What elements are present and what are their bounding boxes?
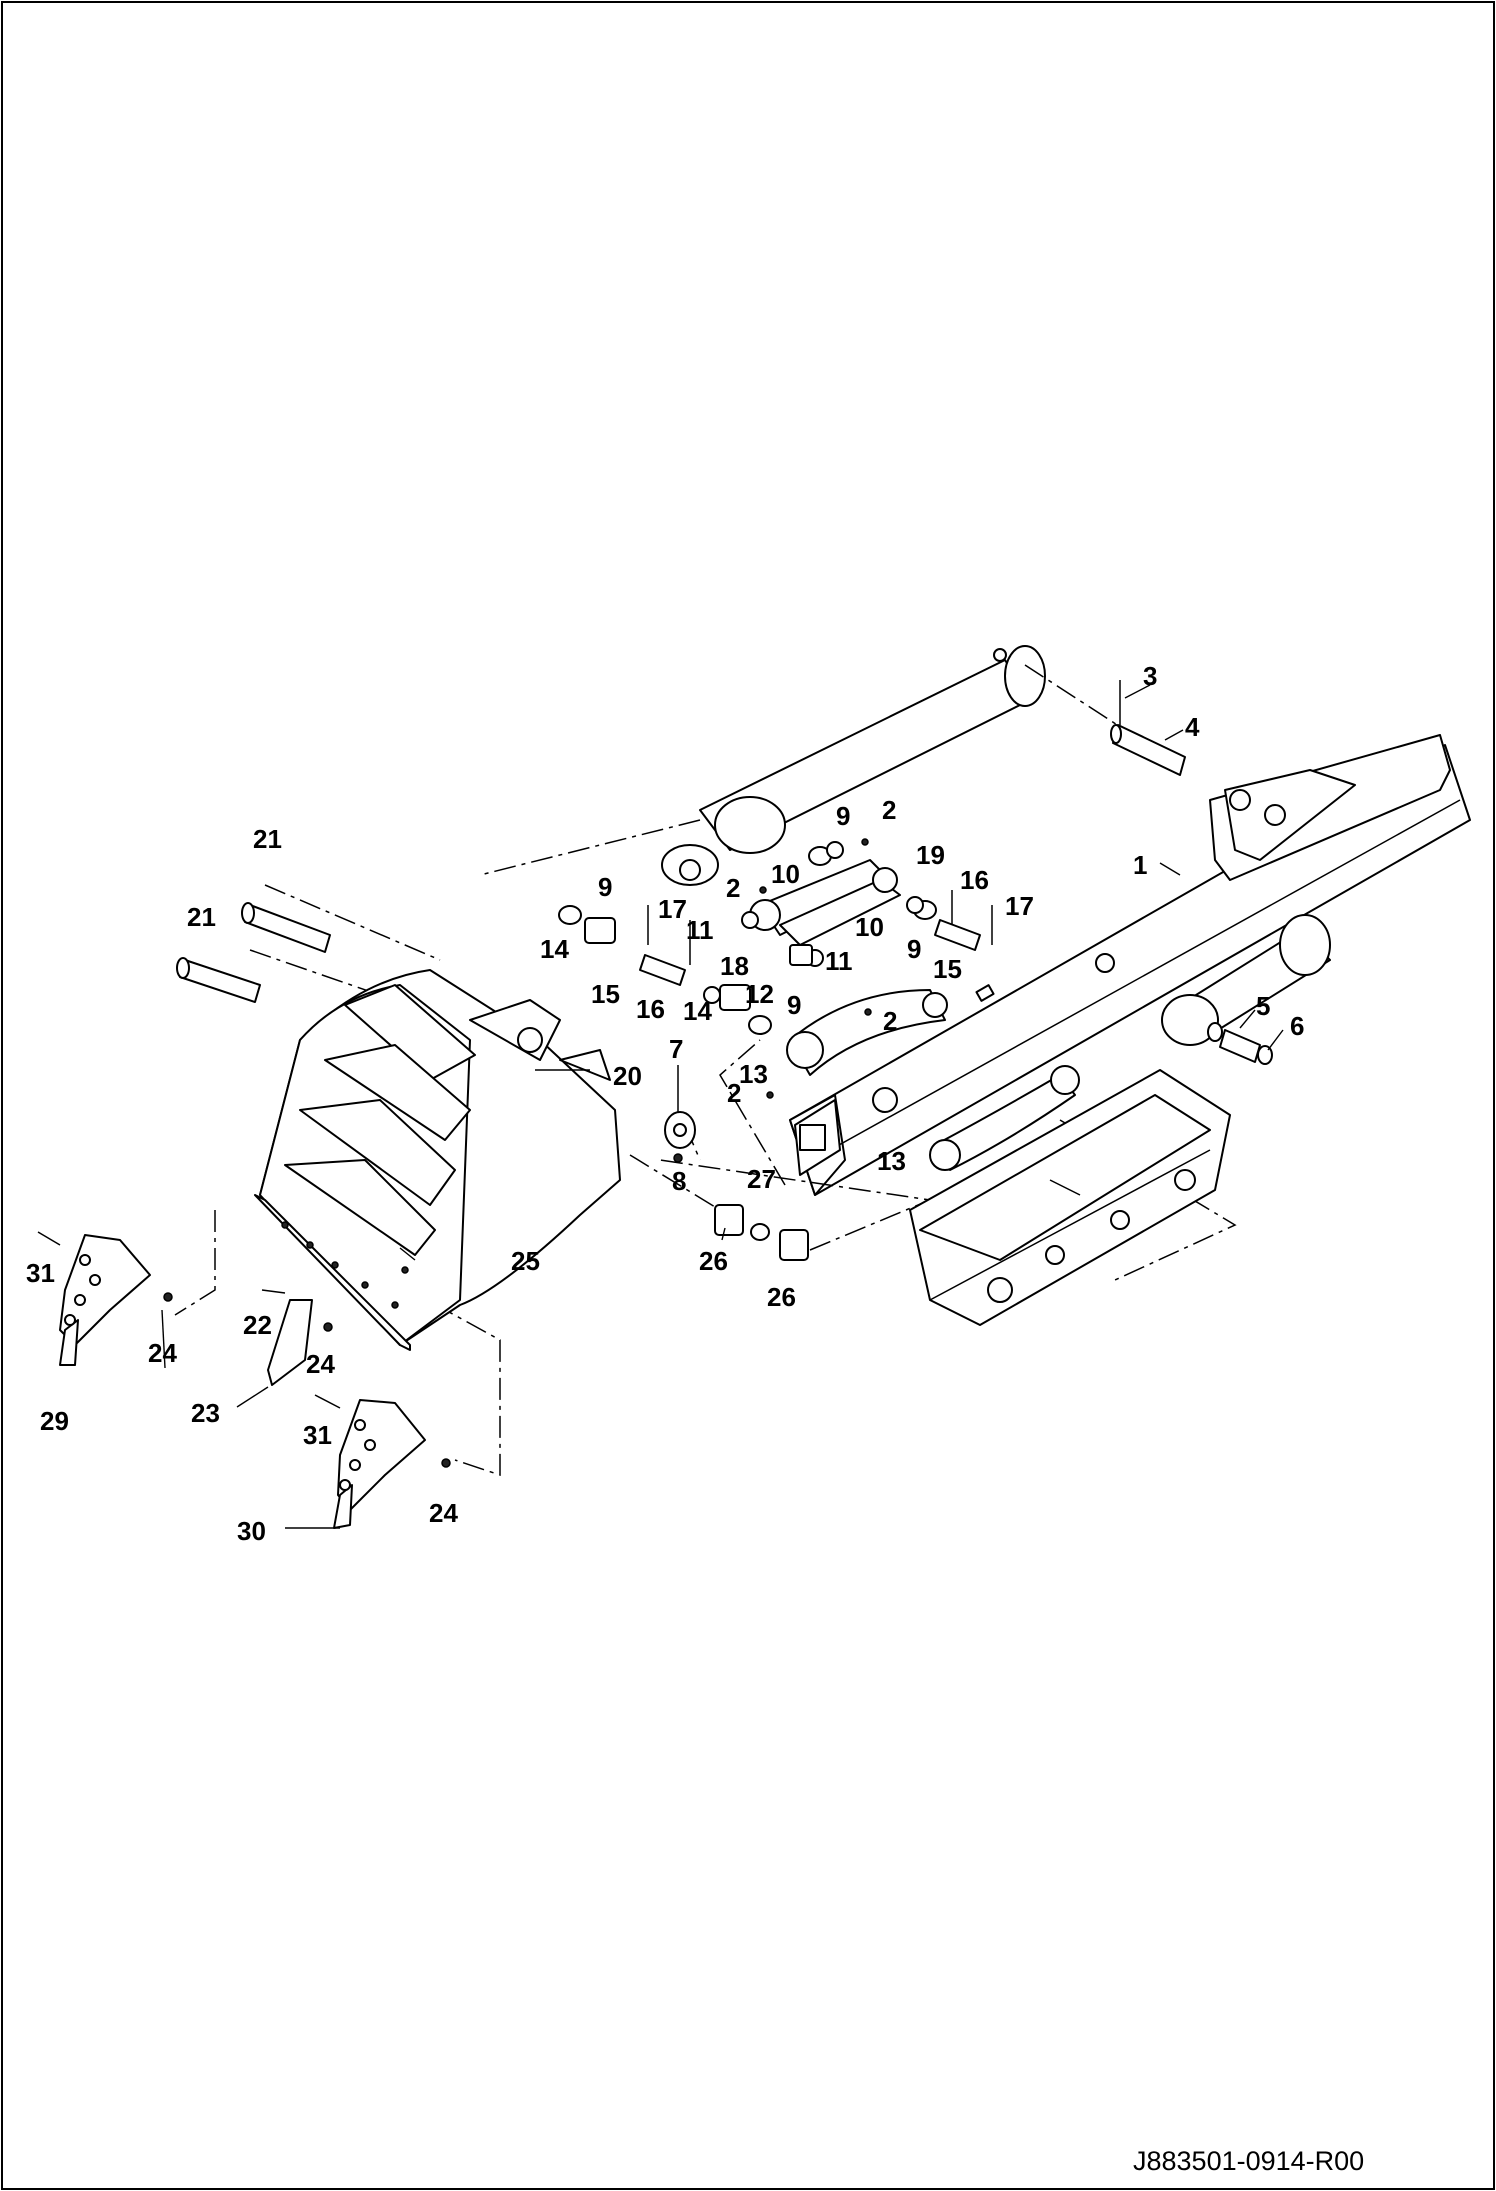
callout-13: 13	[739, 1059, 768, 1089]
callout-24: 24	[148, 1338, 177, 1368]
callout-18: 18	[720, 951, 749, 981]
callout-14: 14	[540, 934, 569, 964]
callout-21: 21	[253, 824, 282, 854]
arm-part-1	[789, 734, 1471, 1196]
pin-4	[1110, 680, 1186, 776]
callout-20: 20	[613, 1061, 642, 1091]
callout-21: 21	[187, 902, 216, 932]
callout-11: 11	[825, 946, 853, 976]
callout-2: 2	[727, 1078, 741, 1108]
pin-21-lower	[176, 957, 261, 1003]
callout-4: 4	[1185, 712, 1200, 742]
callout-19: 19	[916, 840, 945, 870]
callout-2: 2	[883, 1006, 897, 1036]
callout-26: 26	[767, 1282, 796, 1312]
callout-16: 16	[636, 994, 665, 1024]
callout-7: 7	[669, 1034, 683, 1064]
callout-9: 9	[836, 801, 850, 831]
callout-14: 14	[683, 996, 712, 1026]
callout-31: 31	[26, 1258, 55, 1288]
callout-8: 8	[672, 1166, 686, 1196]
small-hardware	[558, 838, 993, 1261]
side-cutter-29	[37, 1231, 173, 1366]
callouts: 1 2 2 2 2 3 4 5 6 7 8 9 9 9 9 10 10 11 1…	[26, 661, 1304, 1546]
callout-30: 30	[237, 1516, 266, 1546]
callout-22: 22	[243, 1310, 272, 1340]
pin-5	[1207, 1022, 1273, 1065]
leader-lines	[161, 684, 1284, 1529]
lower-cylinder	[1161, 914, 1331, 1046]
callout-1: 1	[1133, 850, 1147, 880]
callout-17: 17	[658, 894, 687, 924]
callout-24: 24	[306, 1349, 335, 1379]
tooth-23	[261, 1289, 333, 1386]
callout-31: 31	[303, 1420, 332, 1450]
callout-10: 10	[855, 912, 884, 942]
callout-10: 10	[771, 859, 800, 889]
callout-16: 16	[960, 865, 989, 895]
callout-5: 5	[1256, 991, 1270, 1021]
callout-23: 23	[191, 1398, 220, 1428]
callout-27: 27	[747, 1164, 776, 1194]
side-cutter-30	[314, 1394, 451, 1529]
callout-29: 29	[40, 1406, 69, 1436]
link-19	[749, 859, 901, 946]
callout-11: 11	[686, 915, 714, 945]
pin-21-upper	[241, 902, 331, 953]
callout-13: 13	[877, 1146, 906, 1176]
link-13-upper	[786, 989, 948, 1076]
bucket-part-25	[254, 969, 621, 1351]
callout-9: 9	[787, 990, 801, 1020]
callout-2: 2	[726, 873, 740, 903]
callout-15: 15	[591, 979, 620, 1009]
callout-12: 12	[745, 979, 774, 1009]
callout-9: 9	[598, 872, 612, 902]
callout-25: 25	[511, 1246, 540, 1276]
callout-9: 9	[907, 934, 921, 964]
document-id: J883501-0914-R00	[1133, 2146, 1364, 2176]
callout-3: 3	[1143, 661, 1157, 691]
boom-frame	[909, 1069, 1231, 1326]
callout-2: 2	[882, 795, 896, 825]
callout-17: 17	[1005, 891, 1034, 921]
callout-24: 24	[429, 1498, 458, 1528]
bucket-cylinder	[661, 645, 1046, 886]
link-13-lower	[929, 1065, 1080, 1171]
callout-26: 26	[699, 1246, 728, 1276]
callout-6: 6	[1290, 1011, 1304, 1041]
callout-15: 15	[933, 954, 962, 984]
